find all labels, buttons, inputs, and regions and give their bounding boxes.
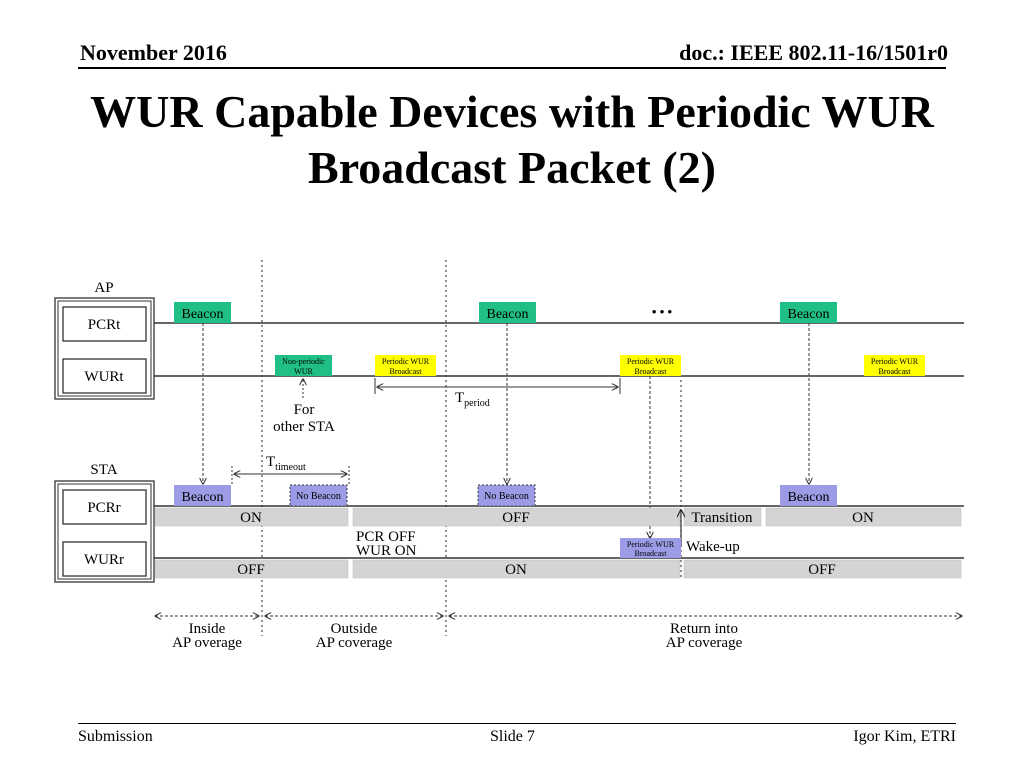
span-return-label-2: AP coverage — [666, 635, 743, 651]
periodic-wur-frame-1-label-2: Broadcast — [390, 367, 423, 376]
periodic-wur-frame-3-label-2: Broadcast — [879, 367, 912, 376]
sta-periodic-wur-label-1: Periodic WUR — [627, 540, 675, 549]
for-other-sta-label-2: other STA — [273, 419, 335, 435]
nonperiodic-wur-frame — [275, 355, 332, 376]
span-inside-label-1: Inside — [189, 621, 226, 637]
slide-title-line1: WUR Capable Devices with Periodic WUR — [90, 86, 934, 137]
header-date: November 2016 — [80, 40, 227, 65]
t-timeout-sub: timeout — [275, 462, 306, 473]
wake-up-label: Wake-up — [686, 539, 740, 555]
nonperiodic-wur-label-2: WUR — [294, 367, 313, 376]
ap-beacon-3-label: Beacon — [788, 307, 830, 322]
pcrr-state-on-2-label: ON — [852, 510, 874, 526]
span-outside-label-2: AP coverage — [316, 635, 393, 651]
pcrr-label: PCRr — [87, 500, 120, 516]
sta-inner-box — [57, 483, 152, 580]
footer-slide-number: Slide 7 — [490, 728, 535, 745]
ap-beacon-1 — [174, 302, 231, 323]
pcrt-box — [62, 306, 147, 342]
ap-inner-box — [57, 300, 152, 397]
t-period-label: Tperiod — [455, 390, 490, 409]
periodic-wur-frame-2-label-2: Broadcast — [635, 367, 668, 376]
sta-periodic-wur-label-2: Broadcast — [635, 549, 668, 558]
sta-periodic-wur-frame — [620, 538, 681, 558]
wurr-state-on-label: ON — [505, 562, 527, 578]
periodic-wur-frame-1 — [375, 355, 436, 376]
slide-title: WUR Capable Devices with Periodic WUR Br… — [40, 84, 984, 196]
sta-no-beacon-2-label: No Beacon — [484, 491, 529, 502]
periodic-wur-frame-2-label-1: Periodic WUR — [627, 357, 675, 366]
header-rule — [78, 67, 946, 69]
ap-outer-box — [54, 297, 155, 400]
periodic-wur-frame-2 — [620, 355, 681, 376]
pcrt-label: PCRt — [88, 317, 121, 333]
ap-label: AP — [94, 280, 113, 296]
span-return-label-1: Return into — [670, 621, 738, 637]
periodic-wur-frame-3 — [864, 355, 925, 376]
wurr-state-off-1 — [154, 559, 349, 579]
span-outside-label-1: Outside — [331, 621, 378, 637]
wurt-label: WURt — [84, 369, 124, 385]
span-inside-label-2: AP overage — [172, 635, 242, 651]
sta-beacon-2-label: Beacon — [788, 490, 830, 505]
t-timeout-main: T — [266, 454, 275, 470]
wurr-state-off-2-label: OFF — [808, 562, 836, 578]
slide-title-line2: Broadcast Packet (2) — [308, 142, 716, 193]
sta-beacon-1 — [174, 485, 231, 506]
pcrr-state-on-1 — [154, 507, 349, 527]
wurr-state-on — [352, 559, 681, 579]
periodic-wur-frame-3-label-1: Periodic WUR — [871, 357, 919, 366]
sta-outer-box — [54, 480, 155, 583]
sta-beacon-2 — [780, 485, 837, 506]
footer-author: Igor Kim, ETRI — [853, 728, 956, 745]
header-doc-id: doc.: IEEE 802.11-16/1501r0 — [679, 40, 948, 65]
sta-no-beacon-1-label: No Beacon — [296, 491, 341, 502]
wur-on-label: WUR ON — [356, 543, 417, 559]
periodic-wur-frame-1-label-1: Periodic WUR — [382, 357, 430, 366]
sta-beacon-1-label: Beacon — [182, 490, 224, 505]
pcrr-box — [62, 489, 147, 525]
ap-beacon-3 — [780, 302, 837, 323]
ap-beacon-1-label: Beacon — [182, 307, 224, 322]
sta-label: STA — [90, 462, 117, 478]
ap-beacon-2 — [479, 302, 536, 323]
pcrr-state-off-label: OFF — [502, 510, 530, 526]
pcrr-state-transition-label: Transition — [691, 510, 753, 526]
pcrr-state-on-2 — [765, 507, 962, 527]
t-timeout-label: Ttimeout — [266, 454, 306, 473]
footer-rule — [78, 723, 956, 724]
ellipsis-icon: • • • — [652, 304, 673, 319]
pcr-off-label: PCR OFF — [356, 529, 416, 545]
wurt-box — [62, 358, 147, 394]
wurr-state-off-1-label: OFF — [237, 562, 265, 578]
wurr-state-off-2 — [683, 559, 962, 579]
nonperiodic-wur-label-1: Non-periodic — [282, 357, 325, 366]
sta-no-beacon-2 — [477, 484, 536, 507]
t-period-sub: period — [464, 398, 490, 409]
footer-submission: Submission — [78, 728, 153, 745]
wurr-box — [62, 541, 147, 577]
ap-beacon-2-label: Beacon — [487, 307, 529, 322]
pcrr-state-on-1-label: ON — [240, 510, 262, 526]
sta-no-beacon-1 — [289, 484, 348, 507]
for-other-sta-label-1: For — [294, 402, 315, 418]
wurr-label: WURr — [84, 552, 124, 568]
t-period-main: T — [455, 390, 464, 406]
